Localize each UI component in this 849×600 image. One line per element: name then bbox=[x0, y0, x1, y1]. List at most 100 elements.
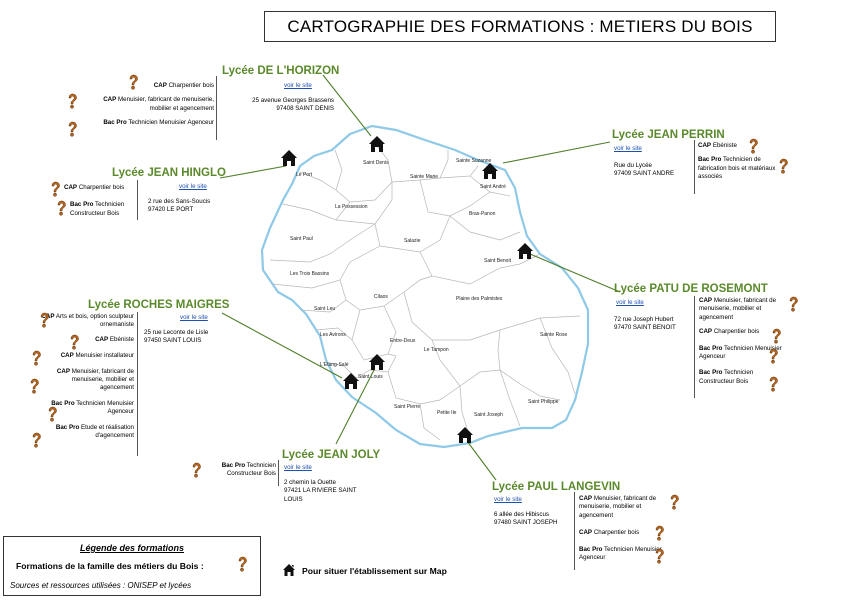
website-link[interactable]: voir le site bbox=[180, 314, 208, 321]
course-item: Bac Pro Technicien Constructeur Bois bbox=[204, 462, 276, 479]
course-type: Bac Pro bbox=[55, 423, 80, 431]
course-item: CAP Menuisier, fabricant de menuiserie, … bbox=[40, 368, 134, 393]
house-icon[interactable] bbox=[343, 373, 359, 389]
commune-borders bbox=[269, 139, 581, 441]
course-text: Technicien de fabrication bois et matéri… bbox=[698, 156, 776, 181]
legend-family: Formations de la famille des métiers du … bbox=[16, 561, 204, 571]
house-icon[interactable] bbox=[457, 427, 473, 443]
question-mark-icon bbox=[30, 350, 42, 366]
course-type: Bac Pro bbox=[103, 119, 127, 127]
course-item: Bac Pro Technicien de fabrication bois e… bbox=[698, 156, 776, 181]
question-mark-icon bbox=[747, 138, 759, 154]
town-label: Bras-Panon bbox=[469, 211, 496, 217]
course-type: Bac Pro bbox=[579, 545, 603, 553]
lycee-perrin: Lycée JEAN PERRIN voir le site Rue du Ly… bbox=[612, 128, 725, 179]
course-list: CAP Charpentier bois CAP Menuisier, fabr… bbox=[82, 82, 214, 134]
course-type: CAP bbox=[699, 328, 713, 336]
course-item: Bac Pro Technicien Constructeur Bois bbox=[64, 201, 136, 218]
course-item: Bac Pro Technicien Menuisier Agenceur bbox=[40, 400, 134, 417]
course-text: Menuisier, fabricant de menuiserie, mobi… bbox=[118, 96, 214, 112]
house-icon[interactable] bbox=[369, 354, 385, 370]
divider bbox=[694, 140, 695, 194]
school-name: Lycée JEAN JOLY bbox=[282, 449, 381, 461]
course-type: CAP bbox=[56, 367, 70, 375]
website-link[interactable]: voir le site bbox=[614, 145, 642, 152]
website-link[interactable]: voir le site bbox=[284, 464, 312, 471]
school-address: 25 rue Leconte de Lisle 97450 SAINT LOUI… bbox=[144, 328, 209, 345]
course-type: CAP bbox=[579, 495, 593, 502]
course-type: CAP bbox=[64, 184, 78, 191]
school-address: 6 allée des Hibiscus 97480 SAINT JOSEPH bbox=[494, 510, 558, 527]
school-name: Lycée JEAN PERRIN bbox=[612, 129, 725, 141]
lycee-roches: Lycée ROCHES MAIGRES voir le site 25 rue… bbox=[88, 298, 230, 346]
town-label: Cilaos bbox=[374, 294, 388, 300]
house-icon[interactable] bbox=[482, 163, 498, 179]
legend-house-text: Pour situer l'établissement sur Map bbox=[302, 566, 447, 576]
website-link[interactable]: voir le site bbox=[494, 496, 522, 503]
legend-sources: Sources et ressources utilisées : ONISEP… bbox=[10, 581, 192, 590]
school-name: Lycée ROCHES MAIGRES bbox=[88, 299, 230, 311]
course-type: CAP bbox=[95, 335, 109, 343]
course-list: CAP Ebéniste Bac Pro Technicien de fabri… bbox=[698, 142, 776, 188]
lycee-rosemont: Lycée PATU DE ROSEMONT voir le site 72 r… bbox=[614, 282, 784, 333]
school-address: 2 rue des Sans-Soucis 97420 LE PORT bbox=[148, 197, 211, 214]
island-outline bbox=[260, 124, 590, 449]
course-type: Bac Pro bbox=[70, 201, 94, 209]
course-text: Technicien Menuisier Agenceur bbox=[128, 119, 214, 127]
course-item: CAP Ebéniste bbox=[40, 336, 134, 344]
page-title: CARTOGRAPHIE DES FORMATIONS : METIERS DU… bbox=[264, 11, 776, 42]
school-name: Lycée PAUL LANGEVIN bbox=[492, 481, 621, 493]
question-mark-icon bbox=[787, 296, 799, 312]
question-mark-icon bbox=[30, 432, 42, 448]
connector-lines bbox=[219, 74, 621, 481]
question-mark-icon bbox=[49, 181, 61, 197]
course-list: CAP Menuisier, fabricant de menuiserie, … bbox=[579, 495, 663, 568]
course-item: CAP Arts et bois, option sculpteur ornem… bbox=[40, 313, 134, 330]
question-mark-icon bbox=[68, 334, 80, 350]
question-mark-icon bbox=[127, 74, 139, 90]
town-label: Le Tampon bbox=[424, 347, 449, 353]
course-text: Etude et réalisation d'agencement bbox=[81, 423, 134, 440]
course-type: Bac Pro bbox=[51, 399, 75, 407]
website-link[interactable]: voir le site bbox=[284, 82, 312, 89]
house-icon[interactable] bbox=[517, 243, 533, 259]
house-icon[interactable] bbox=[281, 150, 297, 166]
course-item: CAP Ebéniste bbox=[698, 142, 776, 150]
course-text: Menuisier, fabricant de menuiserie, mobi… bbox=[579, 495, 657, 519]
question-mark-icon bbox=[777, 158, 789, 174]
course-text: Technicien Menuisier Agenceur bbox=[699, 344, 782, 361]
question-mark-icon bbox=[46, 406, 58, 422]
course-text: Menuisier, fabricant de menuiserie, mobi… bbox=[699, 297, 777, 321]
question-mark-icon bbox=[236, 556, 248, 572]
website-link[interactable]: voir le site bbox=[616, 299, 644, 306]
school-address: 2 chemin la Ouette 97421 LA RIVIERE SAIN… bbox=[284, 478, 357, 503]
course-text: Charpentier bois bbox=[593, 529, 640, 537]
town-label: Saint Paul bbox=[290, 236, 313, 242]
website-link[interactable]: voir le site bbox=[179, 183, 207, 190]
course-text: Ebéniste bbox=[712, 142, 737, 149]
course-list: CAP Menuisier, fabricant de menuiserie, … bbox=[699, 297, 785, 392]
course-item: CAP Charpentier bois bbox=[699, 328, 785, 336]
course-item: Bac Pro Technicien Constructeur Bois bbox=[699, 369, 785, 386]
course-text: Ebéniste bbox=[109, 335, 134, 343]
lycee-langevin: Lycée PAUL LANGEVIN voir le site 6 allée… bbox=[492, 480, 621, 528]
course-text: Technicien Constructeur Bois bbox=[226, 462, 276, 478]
question-mark-icon bbox=[767, 348, 779, 364]
question-mark-icon bbox=[38, 312, 50, 328]
school-name: Lycée JEAN HINGLO bbox=[112, 167, 226, 179]
course-type: CAP bbox=[153, 82, 167, 89]
house-icon[interactable] bbox=[369, 136, 385, 152]
lycee-joly: Lycée JEAN JOLY voir le site 2 chemin la… bbox=[282, 448, 382, 504]
town-label: Petite Ile bbox=[437, 410, 457, 416]
school-address: Rue du Lycée 97409 SAINT ANDRE bbox=[614, 161, 675, 178]
town-label: Saint Philippe bbox=[528, 399, 559, 405]
school-name: Lycée DE L'HORIZON bbox=[222, 65, 340, 77]
course-text: Charpentier bois bbox=[713, 328, 760, 336]
town-label: Entre-Deux bbox=[390, 338, 416, 344]
course-item: Bac Pro Technicien Menuisier Agenceur bbox=[82, 119, 214, 127]
question-mark-icon bbox=[770, 328, 782, 344]
course-text: Menuisier, fabricant de menuiserie, mobi… bbox=[71, 367, 134, 392]
lycee-horizon: Lycée DE L'HORIZON voir le site 25 avenu… bbox=[222, 64, 362, 114]
